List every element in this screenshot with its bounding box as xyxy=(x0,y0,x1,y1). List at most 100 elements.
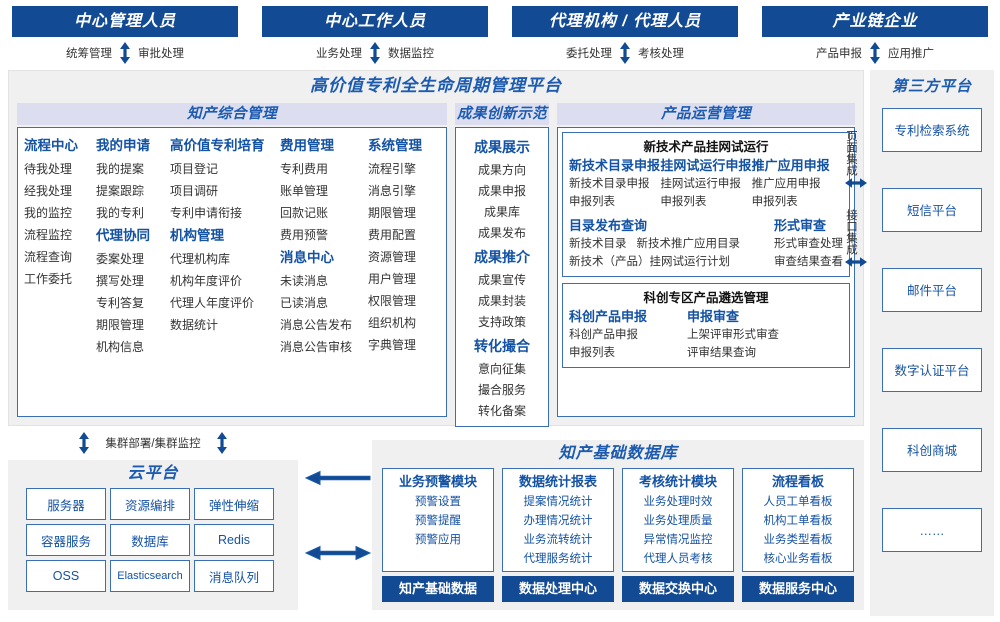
cloud-cell-server[interactable]: 服务器 xyxy=(26,488,106,520)
group-title[interactable]: 转化撮合 xyxy=(474,338,530,354)
group-title[interactable]: 新技术目录申报 xyxy=(569,158,661,173)
menu-item[interactable]: 提案跟踪 xyxy=(96,184,145,198)
group-title[interactable]: 成果展示 xyxy=(474,139,530,155)
third-party-item-more[interactable]: …… xyxy=(882,508,982,552)
menu-item[interactable]: 我的提案 xyxy=(96,162,145,176)
menu-item[interactable]: 资源管理 xyxy=(368,250,417,264)
menu-item[interactable]: 消息引擎 xyxy=(368,184,417,198)
menu-item[interactable]: 账单管理 xyxy=(280,184,329,198)
db-item[interactable]: 业务类型看板 xyxy=(763,534,833,546)
cloud-cell-message-queue[interactable]: 消息队列 xyxy=(194,560,274,592)
menu-item[interactable]: 成果封装 xyxy=(477,294,526,308)
third-party-item-email[interactable]: 邮件平台 xyxy=(882,268,982,312)
db-item[interactable]: 机构工单看板 xyxy=(763,515,833,527)
db-item[interactable]: 代理人员考核 xyxy=(643,553,713,565)
menu-item[interactable]: 费用预警 xyxy=(280,228,329,242)
menu-item[interactable]: 期限管理 xyxy=(368,206,417,220)
cloud-cell-orchestration[interactable]: 资源编排 xyxy=(110,488,190,520)
group-title[interactable]: 费用管理 xyxy=(280,138,334,153)
group-title[interactable]: 申报审查 xyxy=(687,309,740,324)
menu-item[interactable]: 权限管理 xyxy=(368,294,417,308)
menu-item[interactable]: 成果申报 xyxy=(477,184,526,198)
menu-item[interactable]: 流程引擎 xyxy=(368,162,417,176)
menu-item[interactable]: 审查结果查看 xyxy=(774,256,843,268)
menu-item[interactable]: 费用配置 xyxy=(368,228,417,242)
menu-item[interactable]: 专利申请衔接 xyxy=(170,206,243,220)
menu-item[interactable]: 申报列表 xyxy=(569,347,615,359)
menu-item[interactable]: 委案处理 xyxy=(96,252,145,266)
menu-item[interactable]: 工作委托 xyxy=(24,272,73,286)
menu-item[interactable]: 申报列表 xyxy=(660,196,707,208)
group-title[interactable]: 科创产品申报 xyxy=(569,309,648,324)
db-item[interactable]: 业务处理质量 xyxy=(643,515,713,527)
menu-item[interactable]: 机构信息 xyxy=(96,340,145,354)
menu-item[interactable]: 新技术（产品）挂网试运行计划 xyxy=(569,256,730,268)
menu-item[interactable]: 支持政策 xyxy=(477,315,526,329)
group-title[interactable]: 消息中心 xyxy=(280,250,334,265)
third-party-item-sms[interactable]: 短信平台 xyxy=(882,188,982,232)
menu-item[interactable]: 字典管理 xyxy=(368,338,417,352)
group-title[interactable]: 形式审查 xyxy=(774,218,827,233)
menu-item[interactable]: 已读消息 xyxy=(280,296,329,310)
menu-item[interactable]: 成果方向 xyxy=(477,163,526,177)
menu-item[interactable]: 回款记账 xyxy=(280,206,329,220)
menu-item[interactable]: 待我处理 xyxy=(24,162,73,176)
third-party-item-digital-cert[interactable]: 数字认证平台 xyxy=(882,348,982,392)
third-party-item-patent-search[interactable]: 专利检索系统 xyxy=(882,108,982,152)
menu-item[interactable]: 项目登记 xyxy=(170,162,219,176)
menu-item[interactable]: 新技术目录申报 xyxy=(569,178,650,190)
group-title[interactable]: 我的申请 xyxy=(96,138,150,153)
menu-item[interactable]: 数据统计 xyxy=(170,318,219,332)
actor-title-agency[interactable]: 代理机构 / 代理人员 xyxy=(512,6,738,37)
menu-item[interactable]: 我的监控 xyxy=(24,206,73,220)
menu-item[interactable]: 专利答复 xyxy=(96,296,145,310)
db-item[interactable]: 预警设置 xyxy=(415,496,461,508)
menu-item[interactable]: 形式审查处理 xyxy=(774,238,843,250)
actor-title-center-staff[interactable]: 中心工作人员 xyxy=(262,6,488,37)
menu-item[interactable]: 评审结果查询 xyxy=(687,347,756,359)
db-item[interactable]: 业务处理时效 xyxy=(643,496,713,508)
db-foot-exchange-center[interactable]: 数据交换中心 xyxy=(622,576,734,602)
menu-item[interactable]: 流程监控 xyxy=(24,228,73,242)
menu-item[interactable]: 新技术目录 xyxy=(569,238,627,250)
db-item[interactable]: 提案情况统计 xyxy=(523,496,593,508)
menu-item[interactable]: 组织机构 xyxy=(368,316,417,330)
menu-item[interactable]: 期限管理 xyxy=(96,318,145,332)
db-item[interactable]: 核心业务看板 xyxy=(763,553,833,565)
menu-item[interactable]: 上架评审形式审查 xyxy=(687,329,779,341)
menu-item[interactable]: 申报列表 xyxy=(569,196,615,208)
db-item[interactable]: 代理服务统计 xyxy=(523,553,593,565)
third-party-item-innovation-mall[interactable]: 科创商城 xyxy=(882,428,982,472)
menu-item[interactable]: 挂网试运行申报 xyxy=(660,178,741,190)
menu-item[interactable]: 经我处理 xyxy=(24,184,73,198)
menu-item[interactable]: 成果库 xyxy=(483,205,520,219)
group-title[interactable]: 机构管理 xyxy=(170,228,224,243)
menu-item[interactable]: 机构年度评价 xyxy=(170,274,243,288)
group-title[interactable]: 挂网试运行申报 xyxy=(660,158,752,173)
group-title[interactable]: 流程中心 xyxy=(24,138,78,153)
cloud-cell-database[interactable]: 数据库 xyxy=(110,524,190,556)
menu-item[interactable]: 撮合服务 xyxy=(477,383,526,397)
menu-item[interactable]: 消息公告审核 xyxy=(280,340,353,354)
group-title[interactable]: 高价值专利培育 xyxy=(170,138,265,153)
db-item[interactable]: 预警提醒 xyxy=(415,515,461,527)
menu-item[interactable]: 我的专利 xyxy=(96,206,145,220)
db-foot-service-center[interactable]: 数据服务中心 xyxy=(742,576,854,602)
menu-item[interactable]: 消息公告发布 xyxy=(280,318,353,332)
db-item[interactable]: 办理情况统计 xyxy=(523,515,593,527)
menu-item[interactable]: 意向征集 xyxy=(477,362,526,376)
menu-item[interactable]: 推广应用申报 xyxy=(751,178,821,190)
group-title[interactable]: 推广应用申报 xyxy=(751,158,830,173)
db-foot-basic-data[interactable]: 知产基础数据 xyxy=(382,576,494,602)
db-item[interactable]: 预警应用 xyxy=(415,534,461,546)
menu-item[interactable]: 项目调研 xyxy=(170,184,219,198)
cloud-cell-oss[interactable]: OSS xyxy=(26,560,106,592)
group-title[interactable]: 成果推介 xyxy=(474,249,530,265)
group-title[interactable]: 代理协同 xyxy=(96,228,150,243)
cloud-cell-autoscaling[interactable]: 弹性伸缩 xyxy=(194,488,274,520)
menu-item[interactable]: 流程查询 xyxy=(24,250,73,264)
menu-item[interactable]: 撰写处理 xyxy=(96,274,145,288)
db-item[interactable]: 业务流转统计 xyxy=(523,534,593,546)
menu-item[interactable]: 专利费用 xyxy=(280,162,329,176)
cloud-cell-container[interactable]: 容器服务 xyxy=(26,524,106,556)
